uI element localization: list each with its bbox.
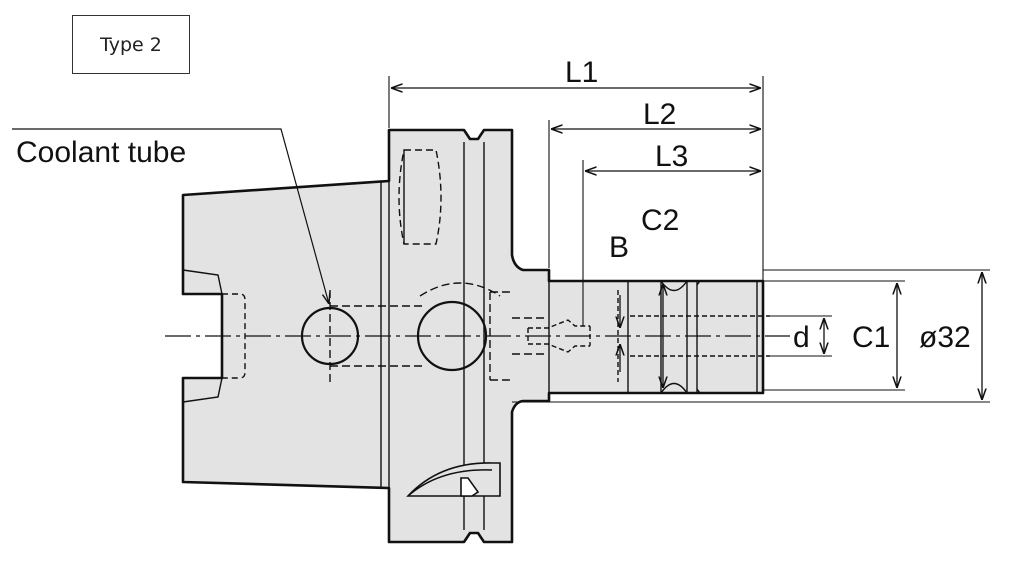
dim-label-dia: ø32 [919,321,971,354]
dim-label-l1: L1 [565,56,598,89]
dim-label-d: d [793,321,810,354]
holder-body [181,128,765,544]
flange-key-slot [398,149,442,245]
coolant-tube-label: Coolant tube [16,136,186,169]
dim-label-l3: L3 [655,140,688,173]
extension-lines [388,76,990,403]
dim-label-b: B [609,231,629,264]
dim-label-l2: L2 [643,98,676,131]
type-label-box: Type 2 [72,15,190,74]
dim-label-c1: C1 [852,321,890,354]
dimension-lines [391,88,982,400]
coolant-tube-leader [12,128,329,304]
flange-notch [406,462,501,497]
type-label: Type 2 [100,33,162,56]
dim-label-c2: C2 [641,204,679,237]
